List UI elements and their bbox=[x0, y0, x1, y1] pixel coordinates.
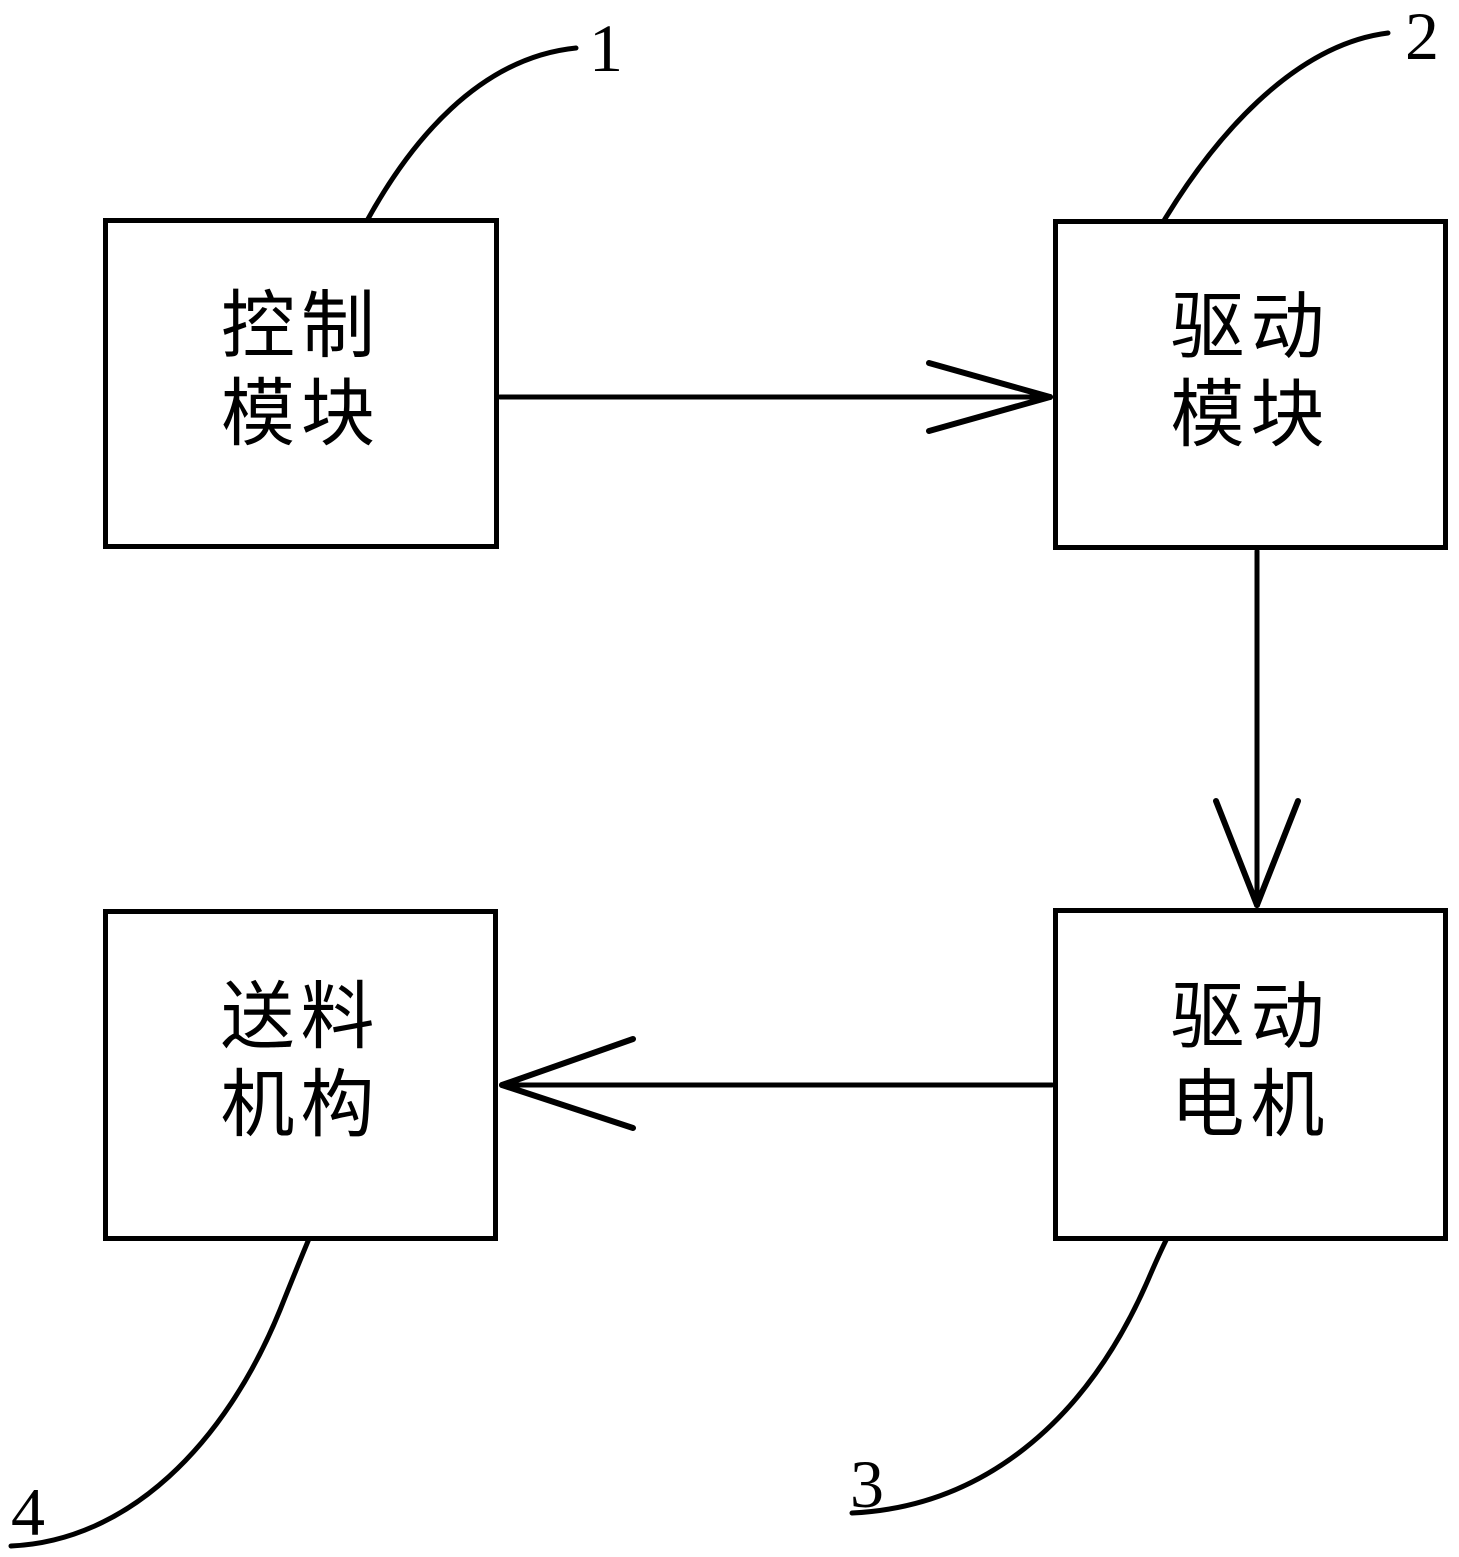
arrow-drivemodule-to-motor bbox=[1213, 548, 1301, 908]
box-feeding-mechanism-label-line2: 机构 bbox=[220, 1065, 381, 1147]
box-drive-module-label-line1: 驱动 bbox=[1170, 286, 1331, 369]
box-control-module-label-line1: 控制 bbox=[221, 285, 381, 368]
arrow-motor-to-feeder bbox=[499, 1036, 1055, 1131]
box-feeding-mechanism-label-line1: 送料 bbox=[220, 977, 381, 1059]
box-drive-motor-label-line1: 驱动 bbox=[1170, 976, 1331, 1059]
ref-numeral-3: 3 bbox=[850, 1446, 884, 1522]
arrow-control-to-drivemodule bbox=[497, 360, 1053, 434]
ref-numeral-2: 2 bbox=[1405, 0, 1439, 74]
box-drive-motor-label-line2: 电机 bbox=[1170, 1064, 1331, 1147]
box-drive-module-label-line2: 模块 bbox=[1170, 374, 1331, 457]
leader-line-2 bbox=[1138, 30, 1391, 264]
leader-line-4 bbox=[8, 1196, 329, 1549]
box-drive-motor: 驱动 电机 bbox=[1053, 908, 1448, 1241]
ref-numeral-4: 4 bbox=[11, 1474, 45, 1550]
box-control-module-label-line2: 模块 bbox=[221, 373, 381, 456]
box-feeding-mechanism: 送料 机构 bbox=[103, 909, 498, 1241]
leader-line-3 bbox=[849, 1194, 1194, 1516]
leader-line-1 bbox=[343, 45, 579, 265]
box-control-module: 控制 模块 bbox=[103, 218, 499, 549]
box-drive-module: 驱动 模块 bbox=[1053, 219, 1448, 550]
ref-numeral-1: 1 bbox=[589, 10, 623, 86]
